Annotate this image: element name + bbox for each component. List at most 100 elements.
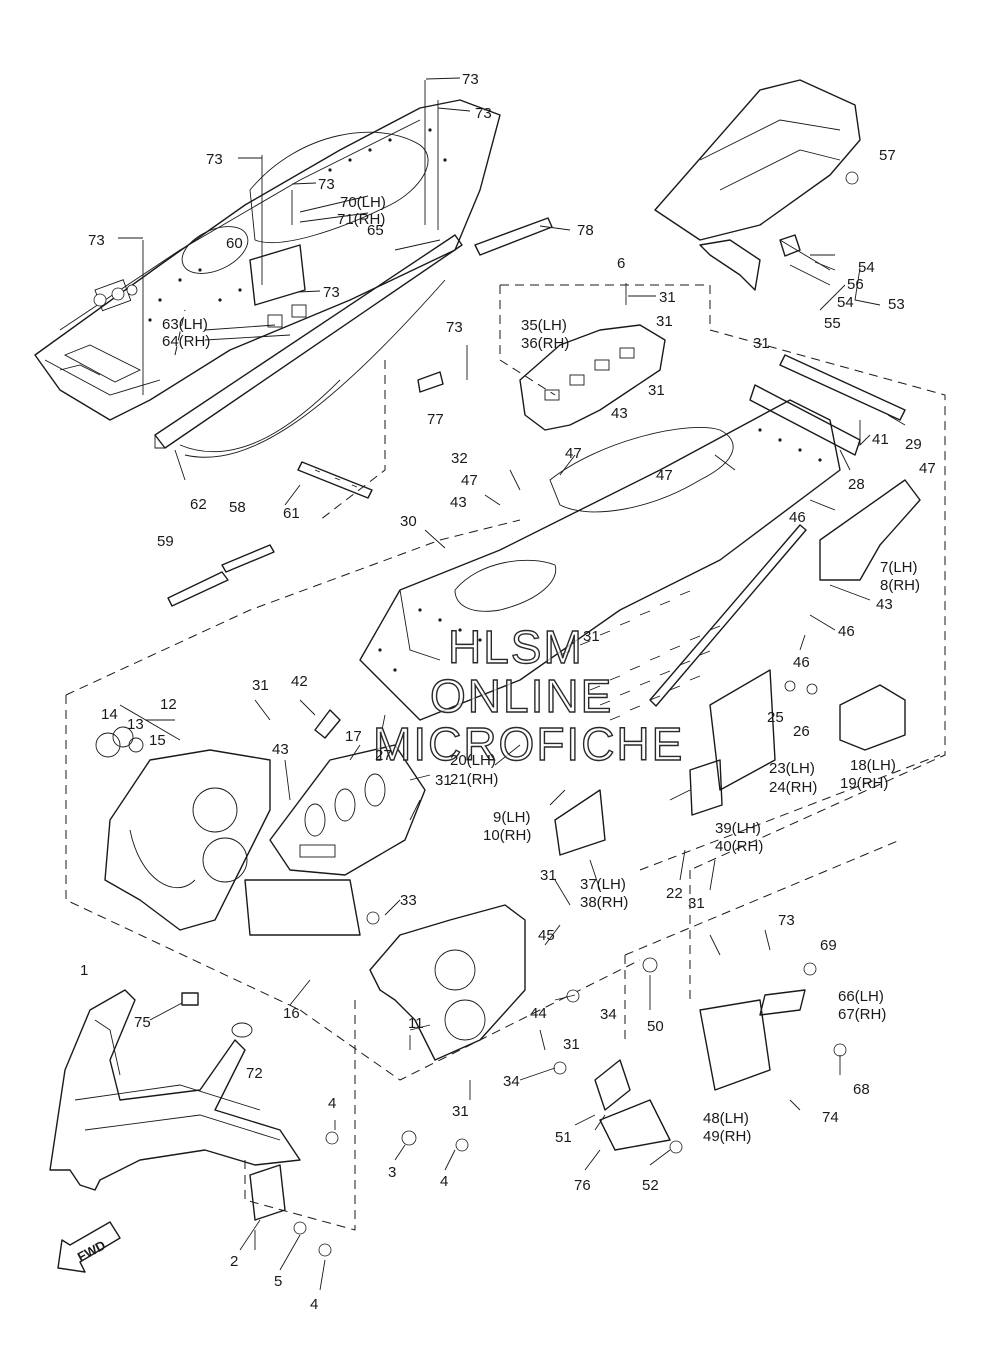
part-25-washer <box>784 680 796 692</box>
callout-71: 71(RH) <box>337 211 385 228</box>
part-66-67-bracket <box>759 989 806 1016</box>
callout-73: 73 <box>462 71 479 88</box>
part-51-mount <box>594 1059 631 1111</box>
part-7-8-bracket <box>819 479 921 581</box>
callout-36: 36(RH) <box>521 335 569 352</box>
front-frame <box>49 989 301 1191</box>
part-77-label <box>417 371 444 393</box>
part-61-bracket <box>297 461 373 499</box>
part-68-bolt <box>833 1043 847 1057</box>
callout-15: 15 <box>149 732 166 749</box>
part-59-strip <box>167 571 229 607</box>
callout-31: 31 <box>656 313 673 330</box>
callout-35: 35(LH) <box>521 317 567 334</box>
callout-arrows <box>118 77 656 380</box>
leader-lines <box>119 195 906 1291</box>
callout-20: 20(LH) <box>450 752 496 769</box>
part-52-bolt <box>669 1140 683 1154</box>
callout-56: 56 <box>847 276 864 293</box>
callout-26: 26 <box>793 723 810 740</box>
part-16-support <box>244 879 361 936</box>
callout-31: 31 <box>583 628 600 645</box>
callout-14: 14 <box>101 706 118 723</box>
part-58-strip <box>221 544 275 573</box>
callout-47: 47 <box>656 467 673 484</box>
callout-64: 64(RH) <box>162 333 210 350</box>
callout-43: 43 <box>876 596 893 613</box>
callout-29: 29 <box>905 436 922 453</box>
callout-6: 6 <box>617 255 625 272</box>
part-3-nut <box>401 1130 417 1146</box>
callout-73: 73 <box>88 232 105 249</box>
callout-7: 7(LH) <box>880 559 918 576</box>
part-76-guard <box>599 1099 671 1151</box>
callout-42: 42 <box>291 673 308 690</box>
callout-24: 24(RH) <box>769 779 817 796</box>
callout-58: 58 <box>229 499 246 516</box>
part-14-ring <box>95 732 121 758</box>
callout-60: 60 <box>226 235 243 252</box>
callout-53: 53 <box>888 296 905 313</box>
callout-33: 33 <box>400 892 417 909</box>
callout-52: 52 <box>642 1177 659 1194</box>
callout-41: 41 <box>872 431 889 448</box>
callout-9: 9(LH) <box>493 809 531 826</box>
part-39-40-bracket <box>689 759 723 816</box>
callout-44: 44 <box>530 1005 547 1022</box>
callout-43: 43 <box>450 494 467 511</box>
callout-40: 40(RH) <box>715 838 763 855</box>
callout-11: 11 <box>408 1015 424 1032</box>
callout-47: 47 <box>461 472 478 489</box>
callout-19: 19(RH) <box>840 775 888 792</box>
callout-43: 43 <box>611 405 628 422</box>
part-4c-bolt <box>318 1243 332 1257</box>
callout-69: 69 <box>820 937 837 954</box>
callout-66: 66(LH) <box>838 988 884 1005</box>
callout-39: 39(LH) <box>715 820 761 837</box>
callout-labels: 1 2 3 4 4 4 5 6 7(LH) 8(RH) 9(LH) 10(RH)… <box>80 71 936 1313</box>
callout-22: 22 <box>666 885 683 902</box>
callout-57: 57 <box>879 147 896 164</box>
callout-23: 23(LH) <box>769 760 815 777</box>
part-15-washer <box>128 737 144 753</box>
part-4b-bolt <box>325 1131 339 1145</box>
callout-43: 43 <box>272 741 289 758</box>
part-48-49-plate <box>699 999 771 1091</box>
callout-28: 28 <box>848 476 865 493</box>
watermark-line-3: MICROFICHE <box>373 718 684 770</box>
callout-73: 73 <box>778 912 795 929</box>
callout-25: 25 <box>767 709 784 726</box>
callout-72: 72 <box>246 1065 263 1082</box>
callout-78: 78 <box>577 222 594 239</box>
callout-54: 54 <box>858 259 875 276</box>
part-69-bolt <box>803 962 817 976</box>
heat-exchanger-slots <box>559 590 721 721</box>
front-housings <box>95 726 526 1061</box>
callout-30: 30 <box>400 513 417 530</box>
callout-54: 54 <box>837 294 854 311</box>
callout-8: 8(RH) <box>880 577 920 594</box>
part-26-bolt <box>806 683 818 695</box>
callout-18: 18(LH) <box>850 757 896 774</box>
callout-55: 55 <box>824 315 841 332</box>
watermark-line-1: HLSM <box>448 621 584 673</box>
callout-77: 77 <box>427 411 444 428</box>
callout-4: 4 <box>328 1095 336 1112</box>
callout-67: 67(RH) <box>838 1006 886 1023</box>
callout-37: 37(LH) <box>580 876 626 893</box>
callout-3: 3 <box>388 1164 396 1181</box>
part-34b-bolt <box>553 1061 567 1075</box>
assembly-boundaries <box>65 284 946 1231</box>
callout-73: 73 <box>206 151 223 168</box>
callout-50: 50 <box>647 1018 664 1035</box>
callout-32: 32 <box>451 450 468 467</box>
callout-4: 4 <box>310 1296 318 1313</box>
callout-13: 13 <box>127 716 144 733</box>
callout-46: 46 <box>793 654 810 671</box>
small-strips <box>167 217 553 607</box>
hardware <box>181 680 847 1257</box>
part-72-grommet <box>231 1022 253 1038</box>
callout-59: 59 <box>157 533 174 550</box>
callout-47: 47 <box>919 460 936 477</box>
